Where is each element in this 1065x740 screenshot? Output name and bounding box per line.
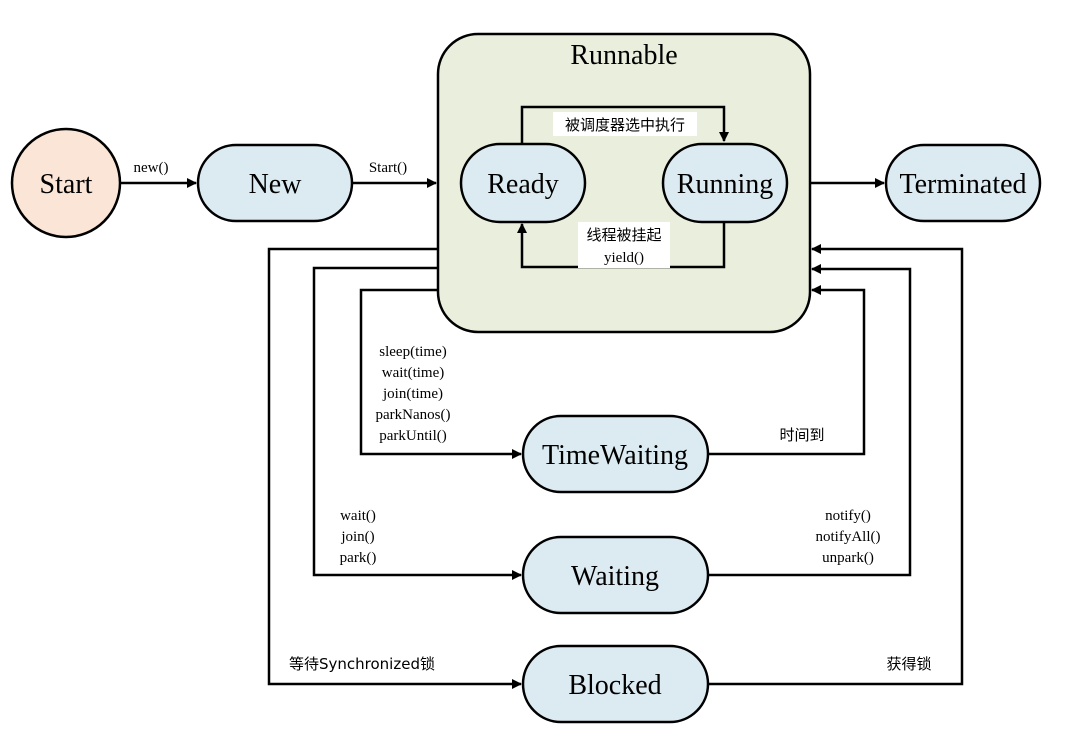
edge-label-acquire-lock: 获得锁 xyxy=(886,655,931,673)
edge-label-scheduled: 被调度器选中执行 xyxy=(565,116,685,134)
edge-label-join: join() xyxy=(340,529,374,545)
edge-label-new-call: new() xyxy=(134,160,169,176)
node-start xyxy=(10,127,122,239)
node-timewaiting xyxy=(521,414,710,494)
node-ready xyxy=(459,142,587,224)
edge-timewaiting-runnable xyxy=(708,285,866,456)
node-new xyxy=(196,143,354,223)
node-timewaiting-label: TimeWaiting xyxy=(542,440,688,471)
node-running-label: Running xyxy=(677,169,773,200)
edge-label-wait-sync: 等待Synchronized锁 xyxy=(289,655,435,673)
node-ready-label: Ready xyxy=(487,169,559,200)
edge-waiting-runnable xyxy=(708,264,912,577)
edge-label-wait: wait() xyxy=(340,508,376,524)
edge-label-timeout: 时间到 xyxy=(779,426,824,444)
node-new-label: New xyxy=(249,169,303,200)
edge-label-notifyall: notifyAll() xyxy=(816,529,881,545)
edge-runnable-waiting xyxy=(312,266,522,580)
edge-label-yield: yield() xyxy=(604,250,644,266)
node-terminated-label: Terminated xyxy=(899,169,1026,200)
edge-label-parkuntil: parkUntil() xyxy=(379,428,446,444)
node-blocked-label: Blocked xyxy=(568,670,661,701)
edge-blocked-runnable xyxy=(708,244,964,686)
edge-runnable-blocked xyxy=(267,247,522,689)
edge-ready-running xyxy=(520,105,729,144)
edge-label-notify: notify() xyxy=(825,508,871,524)
node-waiting-label: Waiting xyxy=(571,561,659,592)
edge-label-sleep: sleep(time) xyxy=(379,344,446,360)
node-waiting xyxy=(521,535,710,615)
node-blocked xyxy=(521,644,710,724)
edge-label-suspended: 线程被挂起 xyxy=(586,226,661,244)
edge-runnable-timewaiting xyxy=(359,288,522,459)
edge-label-join-time: join(time) xyxy=(382,386,443,402)
node-running xyxy=(661,142,789,224)
edge-label-parknanos: parkNanos() xyxy=(376,407,451,423)
edge-label-wait-time: wait(time) xyxy=(382,365,444,381)
node-start-label: Start xyxy=(40,169,93,200)
edge-label-park: park() xyxy=(340,550,377,566)
node-terminated xyxy=(884,143,1042,223)
edge-label-unpark: unpark() xyxy=(822,550,874,566)
runnable-label: Runnable xyxy=(570,40,677,71)
edge-label-start-call: Start() xyxy=(369,160,407,176)
